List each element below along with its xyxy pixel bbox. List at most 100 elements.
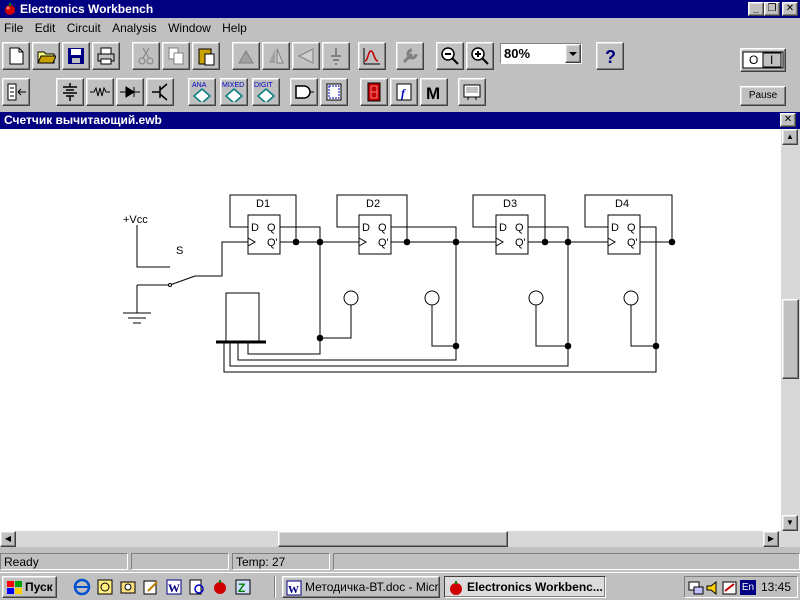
zoom-dropdown-button[interactable] [565, 44, 581, 63]
windows-logo-icon [7, 581, 22, 594]
explorer-search-icon[interactable] [119, 578, 137, 596]
ana-label: ANA [192, 82, 207, 89]
scroll-left-button[interactable]: ◀ [0, 531, 16, 547]
menu-window[interactable]: Window [168, 21, 211, 35]
document-title: Счетчик вычитающий.ewb [4, 113, 162, 127]
miscellaneous-bin-button[interactable]: M [420, 78, 448, 106]
task-word-document[interactable]: W Методичка-ВТ.doc - Micr... [282, 576, 440, 598]
graph-icon [363, 48, 380, 65]
graph-button[interactable] [358, 42, 386, 70]
probe-4 [623, 290, 639, 306]
ground-symbol [123, 312, 151, 324]
app-z-icon[interactable]: Z [234, 578, 252, 596]
svg-text:f: f [401, 86, 406, 100]
zoom-out-icon [441, 47, 459, 65]
diodes-bin-button[interactable] [116, 78, 144, 106]
start-button[interactable]: Пуск [2, 576, 57, 598]
scroll-right-button[interactable]: ▶ [763, 531, 779, 547]
scheduler-icon[interactable] [722, 580, 738, 596]
parts-bin-toolbar: ANA MIXED DIGIT f M [0, 76, 800, 110]
network-icon[interactable] [688, 580, 704, 596]
task-word-label: Методичка-ВТ.doc - Micr... [305, 580, 440, 594]
basic-bin-button[interactable] [86, 78, 114, 106]
copy-button[interactable] [162, 42, 190, 70]
menu-file[interactable]: File [4, 21, 24, 35]
decoded-display [225, 292, 260, 343]
status-temp: Temp: 27 [232, 553, 330, 570]
pause-button[interactable]: Pause [740, 86, 786, 106]
indicators-bin-button[interactable] [360, 78, 388, 106]
transistors-bin-button[interactable] [146, 78, 174, 106]
cut-button[interactable] [132, 42, 160, 70]
workbench-task-icon [450, 581, 462, 595]
scroll-up-button[interactable]: ▲ [782, 129, 798, 145]
print-button[interactable] [92, 42, 120, 70]
menu-analysis[interactable]: Analysis [112, 21, 157, 35]
word-icon[interactable]: W [165, 578, 183, 596]
internet-explorer-icon[interactable] [73, 578, 91, 596]
speaker-icon[interactable] [705, 580, 721, 596]
document-search-icon[interactable] [188, 578, 206, 596]
flip-horizontal-button[interactable] [262, 42, 290, 70]
close-button[interactable]: ✕ [782, 2, 798, 16]
flipflop-d4-q: Q [627, 222, 636, 234]
d4-q-wire [640, 226, 657, 346]
zoom-out-button[interactable] [436, 42, 464, 70]
flipflop-d1-q: Q [267, 222, 276, 234]
language-indicator[interactable]: En [740, 580, 756, 595]
zoom-select[interactable]: 80% [500, 43, 582, 64]
clipboard-icon [198, 48, 215, 66]
analog-ics-bin-button[interactable]: ANA [188, 78, 216, 106]
digital-ics-bin-button[interactable]: DIGIT [252, 78, 280, 106]
digital-bin-button[interactable] [320, 78, 348, 106]
switch-to-d1-wire [195, 241, 248, 277]
minimize-button[interactable]: _ [748, 2, 764, 16]
notepad-pencil-icon[interactable] [142, 578, 160, 596]
sources-bin-button[interactable] [56, 78, 84, 106]
app-title-bar[interactable]: Electronics Workbench _ ❐ ✕ [0, 0, 800, 18]
flipflop-d3-name: D3 [503, 198, 517, 210]
paste-button[interactable] [192, 42, 220, 70]
favorites-bin-button[interactable] [2, 78, 30, 106]
restore-button[interactable]: ❐ [764, 2, 780, 16]
horizontal-scroll-thumb[interactable] [278, 531, 508, 547]
open-button[interactable] [32, 42, 60, 70]
menu-circuit[interactable]: Circuit [66, 21, 101, 35]
flipflop-d1-clock [247, 237, 257, 247]
flip-horizontal-icon [269, 48, 284, 64]
subcircuit-icon [331, 48, 341, 65]
vertical-scroll-thumb[interactable] [782, 299, 799, 379]
battery-ground-icon [63, 83, 77, 101]
menu-help[interactable]: Help [222, 21, 247, 35]
menu-edit[interactable]: Edit [34, 21, 56, 35]
logic-gates-bin-button[interactable] [290, 78, 318, 106]
status-panel-main [333, 553, 800, 570]
new-button[interactable] [2, 42, 30, 70]
workbench-quicklaunch-icon[interactable] [211, 578, 229, 596]
vertical-scrollbar[interactable]: ▲ ▼ [781, 129, 800, 547]
power-switch[interactable]: O I [740, 48, 786, 72]
circuit-canvas[interactable]: +Vcc S D1 D Q Q' D2 D Q Q' D3 D Q Q' D4 … [0, 129, 781, 531]
document-close-button[interactable]: ✕ [780, 113, 796, 127]
document-title-bar[interactable]: Счетчик вычитающий.ewb ✕ [0, 112, 800, 129]
flip-vertical-icon [297, 48, 314, 64]
save-button[interactable] [62, 42, 90, 70]
subcircuit-button[interactable] [322, 42, 350, 70]
zoom-in-button[interactable] [466, 42, 494, 70]
mixed-ics-bin-button[interactable]: MIXED [220, 78, 248, 106]
component-properties-button[interactable] [396, 42, 424, 70]
flipflop-d1-d: D [251, 222, 259, 234]
power-on-label: I [770, 53, 774, 67]
instruments-bin-button[interactable] [458, 78, 486, 106]
controls-bin-button[interactable]: f [390, 78, 418, 106]
help-button[interactable]: ? [596, 42, 624, 70]
flip-vertical-button[interactable] [292, 42, 320, 70]
task-electronics-workbench[interactable]: Electronics Workbenc... [444, 576, 606, 598]
transistor-icon [152, 83, 168, 101]
scroll-down-button[interactable]: ▼ [782, 515, 798, 531]
media-player-icon[interactable] [96, 578, 114, 596]
taskbar-separator [274, 576, 276, 598]
rotate-button[interactable] [232, 42, 260, 70]
status-ready: Ready [0, 553, 128, 570]
horizontal-scrollbar[interactable]: ◀ ▶ [0, 531, 781, 547]
